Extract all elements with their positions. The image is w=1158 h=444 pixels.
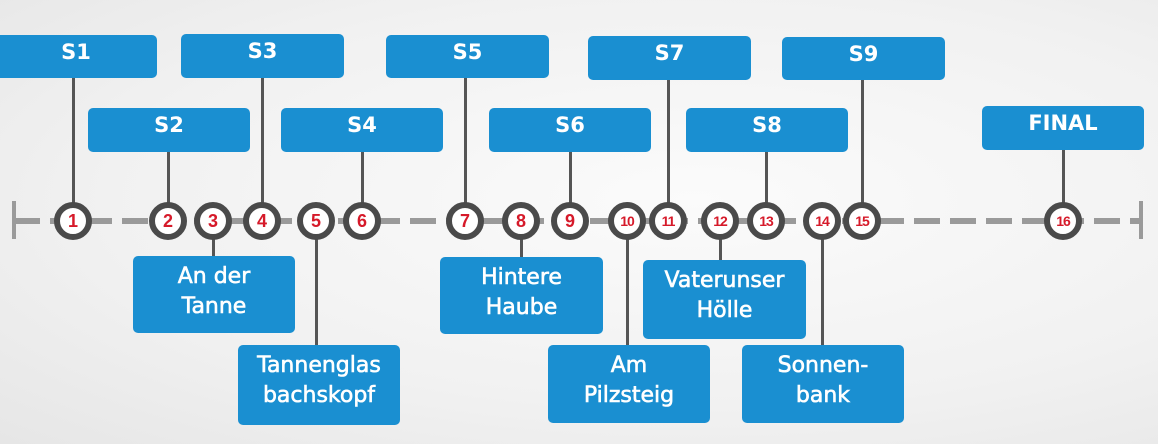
checkpoint-4: 4: [243, 202, 281, 240]
stage-box-final: FINAL: [982, 106, 1144, 150]
location-box: Sonnen- bank: [742, 345, 904, 423]
checkpoint-1: 1: [54, 202, 92, 240]
connector-line: [167, 152, 170, 221]
connector-line: [464, 78, 467, 221]
checkpoint-15: 15: [843, 202, 881, 240]
connector-line: [72, 78, 75, 221]
location-box: Vaterunser Hölle: [643, 260, 806, 339]
checkpoint-3: 3: [194, 202, 232, 240]
checkpoint-8: 8: [502, 202, 540, 240]
checkpoint-6: 6: [343, 202, 381, 240]
checkpoint-7: 7: [446, 202, 484, 240]
location-box: Am Pilzsteig: [548, 345, 710, 423]
connector-line: [261, 78, 264, 221]
location-box: Tannenglas bachskopf: [238, 345, 400, 425]
checkpoint-13: 13: [747, 202, 785, 240]
stage-box-s3: S3: [181, 34, 344, 78]
connector-line: [821, 221, 824, 345]
location-box: Hintere Haube: [440, 257, 603, 334]
stage-box-s7: S7: [588, 36, 751, 80]
stage-box-s1: S1: [0, 35, 157, 78]
timeline-end-tick: [1139, 201, 1143, 239]
connector-line: [1062, 150, 1065, 221]
stage-box-s9: S9: [782, 37, 945, 80]
stage-box-s6: S6: [489, 108, 651, 152]
checkpoint-16: 16: [1044, 202, 1082, 240]
connector-line: [667, 80, 670, 221]
checkpoint-5: 5: [297, 202, 335, 240]
stage-box-s8: S8: [686, 108, 848, 152]
connector-line: [765, 152, 768, 221]
location-box: An der Tanne: [133, 256, 295, 333]
checkpoint-2: 2: [149, 202, 187, 240]
timeline-start-tick: [12, 201, 16, 239]
stage-box-s5: S5: [386, 35, 549, 78]
checkpoint-10: 10: [608, 202, 646, 240]
connector-line: [861, 80, 864, 221]
connector-line: [626, 221, 629, 345]
stage-box-s2: S2: [88, 108, 250, 152]
checkpoint-14: 14: [803, 202, 841, 240]
checkpoint-12: 12: [701, 202, 739, 240]
connector-line: [719, 221, 722, 260]
connector-line: [361, 152, 364, 221]
checkpoint-9: 9: [551, 202, 589, 240]
checkpoint-11: 11: [649, 202, 687, 240]
connector-line: [569, 152, 572, 221]
connector-line: [315, 221, 318, 345]
stage-box-s4: S4: [281, 108, 443, 152]
